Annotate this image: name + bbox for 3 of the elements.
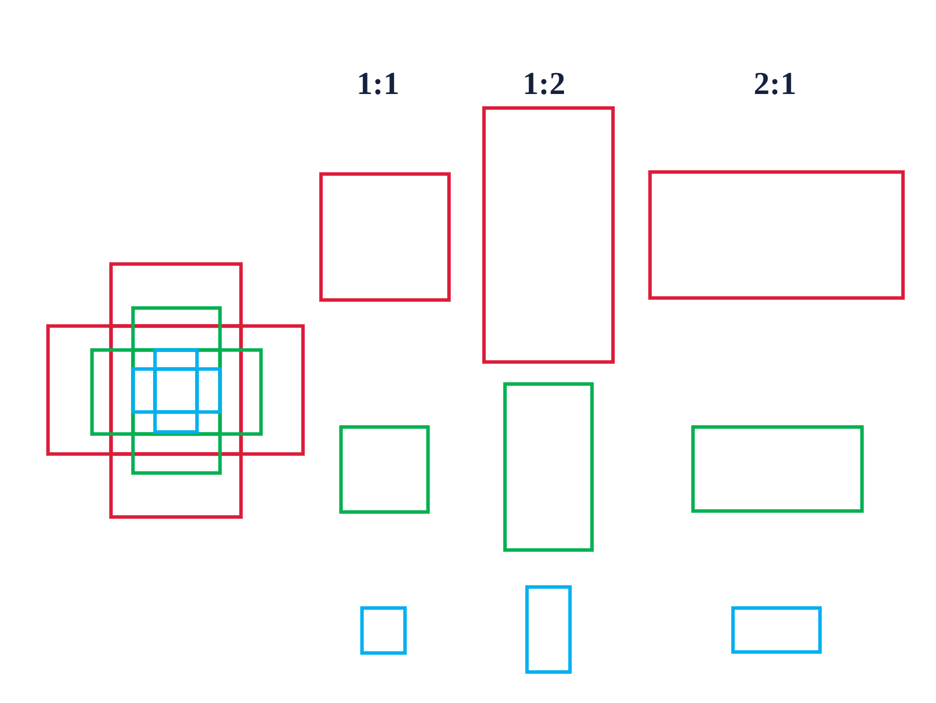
ratio-label: 1:1 xyxy=(356,67,400,99)
ratio-label: 2:1 xyxy=(754,67,796,99)
ratio-label: 1:2 xyxy=(522,67,566,99)
